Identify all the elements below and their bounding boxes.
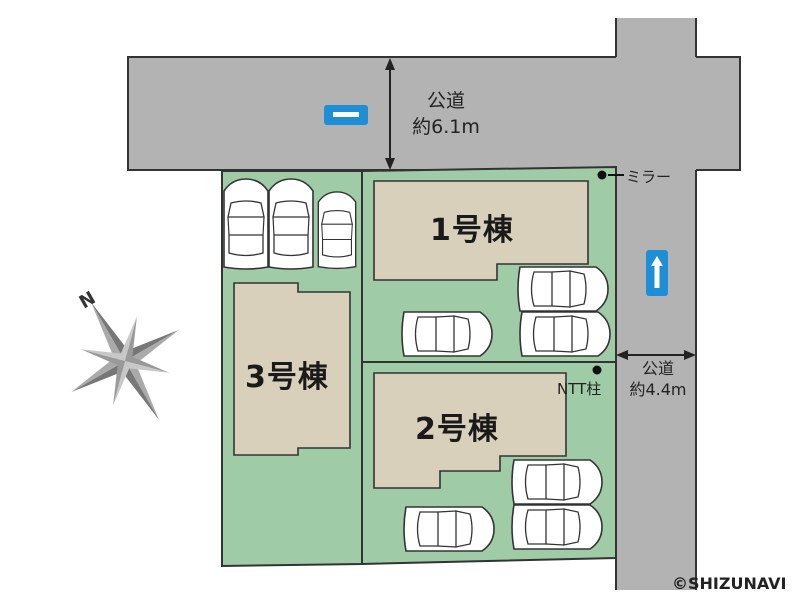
car (223, 178, 269, 270)
north-road-name: 公道 (426, 90, 465, 112)
copyright-label: ©SHIZUNAVI (672, 574, 787, 593)
one-way-left-sign (324, 105, 368, 125)
building-3-label: 3号棟 (245, 360, 329, 395)
ntt-pole-marker (592, 365, 602, 375)
east-road-name: 公道 (641, 359, 674, 378)
car (517, 266, 609, 312)
car (511, 504, 603, 550)
ntt-pole-label: NTT柱 (557, 380, 602, 398)
building-2-label: 2号棟 (415, 412, 499, 447)
building-3 (233, 282, 351, 456)
mirror-marker (597, 170, 607, 180)
east-road-width-arrow (616, 350, 696, 360)
car (317, 191, 357, 270)
car (519, 311, 611, 357)
one-way-up-sign (646, 250, 668, 296)
building-2 (373, 372, 567, 489)
compass-icon (71, 302, 179, 420)
car (268, 178, 314, 270)
east-road-label: 公道 約4.4m (620, 358, 696, 400)
east-road-width: 約4.4m (629, 380, 687, 399)
car (511, 459, 603, 505)
north-road-width-arrow (385, 58, 395, 170)
mirror-label: ミラー (626, 168, 672, 186)
north-road-label: 公道 約6.1m (400, 88, 492, 140)
building-1 (373, 180, 589, 281)
north-road-width: 約6.1m (412, 116, 480, 138)
car (401, 311, 493, 357)
building-1-label: 1号棟 (430, 213, 514, 248)
car (403, 506, 495, 552)
